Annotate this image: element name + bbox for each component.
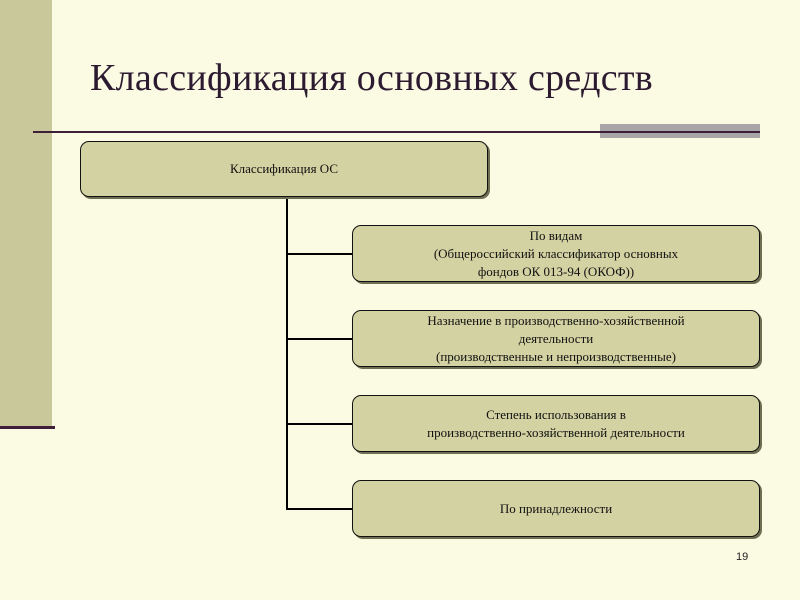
branch-connector-4 (286, 508, 353, 510)
root-node: Классификация ОС (80, 141, 488, 197)
child-node-purpose: Назначение в производственно-хозяйственн… (352, 310, 760, 367)
child-node-usage: Степень использования в производственно-… (352, 395, 760, 452)
child-node-label: По видам (Общероссийский классификатор о… (433, 227, 679, 279)
branch-connector-3 (286, 423, 353, 425)
child-node-ownership: По принадлежности (352, 480, 760, 537)
child-node-label: Назначение в производственно-хозяйственн… (427, 312, 685, 364)
root-node-label: Классификация ОС (229, 161, 339, 176)
child-node-label: По принадлежности (499, 500, 613, 516)
child-node-types: По видам (Общероссийский классификатор о… (352, 225, 760, 282)
branch-connector-1 (286, 253, 353, 255)
left-decor-bar (0, 0, 52, 428)
left-decor-line (0, 426, 55, 429)
branch-connector-2 (286, 338, 353, 340)
page-number: 19 (736, 551, 749, 563)
trunk-connector (286, 197, 288, 509)
title-rule (33, 131, 760, 133)
child-node-label: Степень использования в производственно-… (427, 406, 685, 440)
slide-title: Классификация основных средств (90, 57, 654, 99)
